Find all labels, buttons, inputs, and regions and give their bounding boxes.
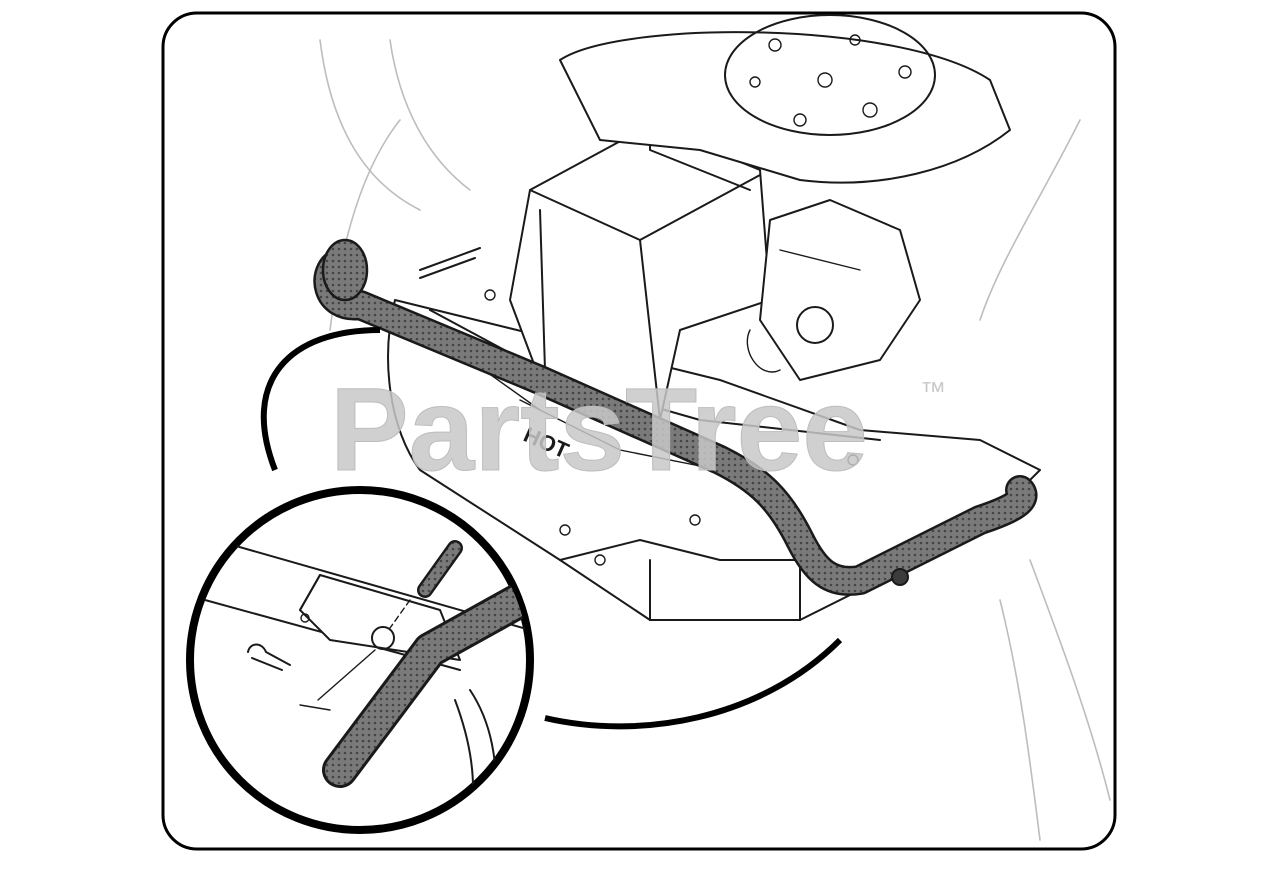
engine-block [509, 124, 771, 421]
watermark-trademark: ™ [920, 376, 946, 406]
deck-lift-handle [313, 238, 1038, 596]
watermark-text: PartsTree [330, 364, 868, 496]
flywheel-cover [559, 14, 1011, 184]
background-tractor-outline [319, 39, 1111, 841]
clevis-pin [417, 540, 463, 598]
cotter-pin [247, 643, 291, 671]
detail-callout [186, 327, 843, 834]
carburetor-area [746, 199, 921, 381]
